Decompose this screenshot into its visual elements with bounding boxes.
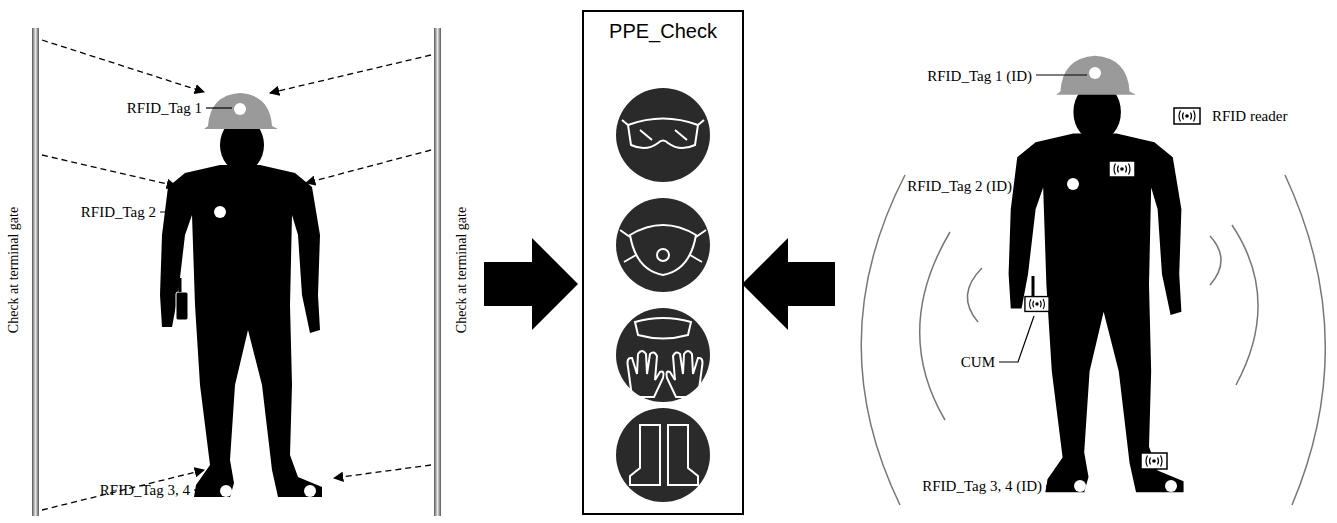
ppe-icon <box>630 425 660 485</box>
signal-wave <box>1232 225 1258 385</box>
ppe-icon <box>616 198 710 292</box>
worker-silhouette <box>1165 480 1177 492</box>
rfid-reader <box>1141 453 1167 469</box>
signal-wave <box>967 268 982 322</box>
signal-wave <box>1285 175 1325 505</box>
tag-label: RFID_Tag 3, 4 <box>100 481 190 499</box>
leader-line <box>999 75 1087 486</box>
tag-label: RFID_Tag 3, 4 (ID) <box>922 477 1042 495</box>
ppe-icon <box>616 308 710 402</box>
worker-silhouette <box>179 278 182 292</box>
leader-line <box>1046 485 1072 486</box>
worker-silhouette <box>1032 276 1035 296</box>
ppe-icon <box>616 88 710 182</box>
worker-silhouette <box>214 206 226 218</box>
worker-silhouette <box>1089 67 1101 79</box>
scan-arrow <box>42 40 431 510</box>
signal-wave <box>1210 236 1221 285</box>
leader-line <box>1016 185 1065 186</box>
worker-silhouette <box>1009 56 1184 492</box>
scan-arrow <box>334 465 431 478</box>
ppe-icon <box>622 120 704 140</box>
worker-silhouette <box>304 485 316 497</box>
ppe-icon <box>620 119 706 486</box>
device-label: CUM <box>961 353 995 371</box>
gate-bar <box>434 28 441 516</box>
signal-wave <box>920 232 950 420</box>
gate-bar <box>32 28 39 516</box>
rfid-reader <box>1109 161 1135 177</box>
box-title: PPE_Check <box>584 12 742 43</box>
tag-label: RFID_Tag 2 <box>81 203 156 221</box>
gate-label: Check at terminal gate <box>453 207 471 333</box>
worker-silhouette <box>1074 480 1086 492</box>
legend-text: RFID reader <box>1212 108 1287 125</box>
worker-silhouette <box>234 103 246 115</box>
worker-silhouette <box>176 292 188 320</box>
leader-line <box>999 316 1034 362</box>
leader-line <box>206 107 232 108</box>
ppe-icon <box>666 351 702 397</box>
leader-line <box>194 489 218 490</box>
leader-line <box>160 211 212 212</box>
scan-arrow <box>42 470 204 510</box>
worker-silhouette <box>1009 56 1184 492</box>
signal-wave <box>861 175 905 505</box>
tag-label: RFID_Tag 1 <box>127 99 202 117</box>
ppe-icon <box>620 230 706 262</box>
worker-silhouette <box>160 93 322 497</box>
legend-entry: RFID reader <box>1172 106 1287 126</box>
ppe-icon <box>628 119 698 149</box>
scan-arrow <box>42 155 176 186</box>
ppe-icon <box>668 425 698 485</box>
reader-icon <box>1174 108 1200 124</box>
ppe-icon <box>616 408 710 502</box>
scan-arrow <box>306 150 431 183</box>
scan-arrow <box>42 40 204 92</box>
ppe-icon <box>630 225 696 275</box>
gate-label: Check at terminal gate <box>5 207 23 333</box>
worker-silhouette <box>160 93 322 497</box>
ppe-icon <box>657 249 669 261</box>
scan-arrow <box>270 55 431 93</box>
flow-arrow <box>484 238 578 330</box>
ppe-icon <box>635 318 691 339</box>
ppe-icon <box>616 88 710 502</box>
tag-label: RFID_Tag 1 (ID) <box>927 67 1032 85</box>
rfid-reader <box>1025 297 1049 312</box>
rfid-reader <box>1025 161 1167 469</box>
worker-silhouette <box>220 485 232 497</box>
legend-sample <box>1172 106 1202 126</box>
worker-silhouette <box>1067 178 1079 190</box>
leader-line <box>160 108 232 490</box>
leader-line <box>1036 74 1087 75</box>
check-box: PPE_Check <box>582 10 744 515</box>
ppe-icon <box>628 351 664 397</box>
flow-arrow <box>742 238 835 330</box>
tag-label: RFID_Tag 2 (ID) <box>907 177 1012 195</box>
